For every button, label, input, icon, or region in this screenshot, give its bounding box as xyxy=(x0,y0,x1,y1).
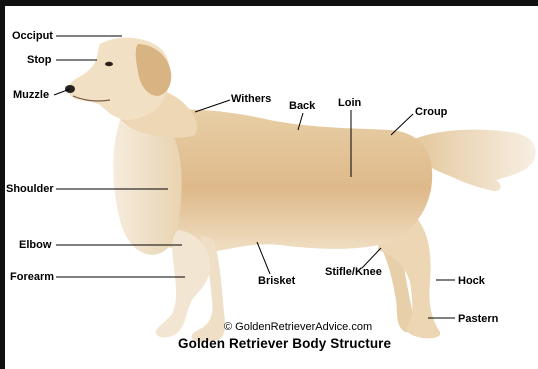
label-back: Back xyxy=(289,100,315,112)
leader-muzzle xyxy=(54,89,70,95)
label-muzzle: Muzzle xyxy=(13,89,49,101)
label-loin: Loin xyxy=(338,97,361,109)
label-pastern: Pastern xyxy=(458,313,498,325)
label-stop: Stop xyxy=(27,54,51,66)
credit-text: © GoldenRetrieverAdvice.com xyxy=(224,321,372,333)
leader-withers xyxy=(195,100,230,112)
label-withers: Withers xyxy=(231,93,271,105)
label-forearm: Forearm xyxy=(10,271,54,283)
label-hock: Hock xyxy=(458,275,485,287)
leader-stifle xyxy=(362,248,381,268)
leader-croup xyxy=(391,114,413,135)
label-occiput: Occiput xyxy=(12,30,53,42)
label-stifle-knee: Stifle/Knee xyxy=(325,266,382,278)
label-shoulder: Shoulder xyxy=(6,183,54,195)
label-brisket: Brisket xyxy=(258,275,295,287)
leader-back xyxy=(298,113,303,130)
label-elbow: Elbow xyxy=(19,239,51,251)
label-croup: Croup xyxy=(415,106,447,118)
leader-brisket xyxy=(257,242,270,274)
diagram-title: Golden Retriever Body Structure xyxy=(178,336,391,351)
